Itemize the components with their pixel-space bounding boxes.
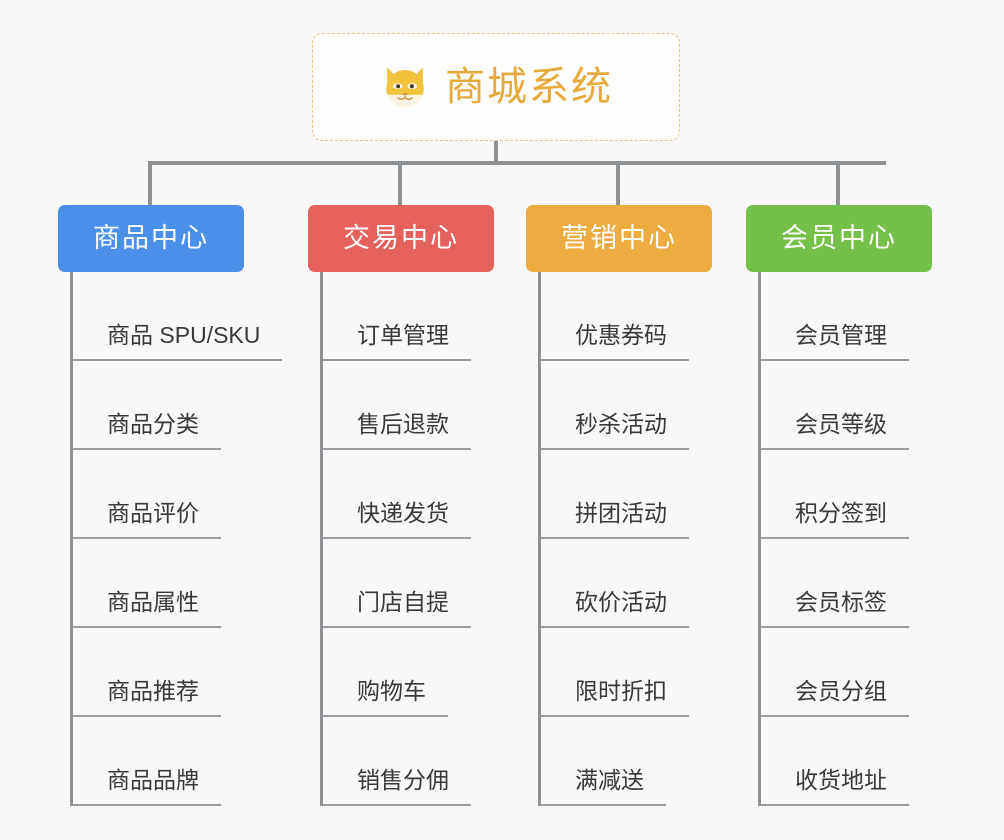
leaf-item[interactable]: 商品属性 xyxy=(73,539,244,628)
leaf-item-label: 销售分佣 xyxy=(323,769,471,806)
branch-column-4: 会员中心 会员管理 会员等级 积分签到 会员标签 会员分组 收货地址 xyxy=(746,205,932,806)
leaf-item[interactable]: 售后退款 xyxy=(323,361,494,450)
leaf-item-label: 商品分类 xyxy=(73,413,221,450)
leaf-item-label: 会员等级 xyxy=(761,413,909,450)
leaf-list-1: 商品 SPU/SKU 商品分类 商品评价 商品属性 商品推荐 商品品牌 xyxy=(70,272,283,806)
leaf-item[interactable]: 秒杀活动 xyxy=(541,361,712,450)
shiba-dog-emoji xyxy=(386,67,424,108)
trunk-vertical-connector xyxy=(494,141,498,164)
category-header-label-1: 商品中心 xyxy=(93,223,209,253)
leaf-list-4: 会员管理 会员等级 积分签到 会员标签 会员分组 收货地址 xyxy=(758,272,932,806)
branch-drop-connector-3 xyxy=(616,161,620,207)
leaf-item-label: 满减送 xyxy=(541,769,666,806)
leaf-item[interactable]: 积分签到 xyxy=(761,450,932,539)
leaf-item-label: 会员分组 xyxy=(761,680,909,717)
leaf-item[interactable]: 商品推荐 xyxy=(73,628,244,717)
leaf-item-label: 拼团活动 xyxy=(541,502,689,539)
leaf-item-label: 收货地址 xyxy=(761,769,909,806)
leaf-item[interactable]: 会员标签 xyxy=(761,539,932,628)
root-node[interactable]: 商城系统 xyxy=(312,33,680,141)
leaf-item[interactable]: 购物车 xyxy=(323,628,494,717)
root-title: 商城系统 xyxy=(445,65,613,109)
leaf-list-2: 订单管理 售后退款 快递发货 门店自提 购物车 销售分佣 xyxy=(320,272,494,806)
leaf-item[interactable]: 订单管理 xyxy=(323,272,494,361)
leaf-item-label: 商品属性 xyxy=(73,591,221,628)
leaf-item[interactable]: 会员分组 xyxy=(761,628,932,717)
leaf-item[interactable]: 门店自提 xyxy=(323,539,494,628)
leaf-item-label: 门店自提 xyxy=(323,591,471,628)
branch-drop-connector-2 xyxy=(398,161,402,207)
category-header-label-3: 营销中心 xyxy=(561,223,677,253)
leaf-list-3: 优惠券码 秒杀活动 拼团活动 砍价活动 限时折扣 满减送 xyxy=(538,272,712,806)
category-header-label-4: 会员中心 xyxy=(781,223,897,253)
category-header-3[interactable]: 营销中心 xyxy=(526,205,712,272)
leaf-item[interactable]: 砍价活动 xyxy=(541,539,712,628)
leaf-item[interactable]: 会员等级 xyxy=(761,361,932,450)
leaf-item-label: 会员管理 xyxy=(761,324,909,361)
leaf-item-label: 秒杀活动 xyxy=(541,413,689,450)
trunk-horizontal-connector xyxy=(150,161,886,165)
leaf-item[interactable]: 销售分佣 xyxy=(323,717,494,806)
leaf-item[interactable]: 限时折扣 xyxy=(541,628,712,717)
branch-column-2: 交易中心 订单管理 售后退款 快递发货 门店自提 购物车 销售分佣 xyxy=(308,205,494,806)
leaf-item-label: 优惠券码 xyxy=(541,324,689,361)
category-header-4[interactable]: 会员中心 xyxy=(746,205,932,272)
branch-drop-connector-1 xyxy=(148,161,152,207)
leaf-item[interactable]: 商品品牌 xyxy=(73,717,244,806)
leaf-item[interactable]: 商品评价 xyxy=(73,450,244,539)
leaf-item-label: 积分签到 xyxy=(761,502,909,539)
leaf-item[interactable]: 拼团活动 xyxy=(541,450,712,539)
leaf-item[interactable]: 快递发货 xyxy=(323,450,494,539)
branch-column-1: 商品中心 商品 SPU/SKU 商品分类 商品评价 商品属性 商品推荐 商品品牌 xyxy=(58,205,283,806)
leaf-item-label: 商品品牌 xyxy=(73,769,221,806)
leaf-item[interactable]: 商品分类 xyxy=(73,361,244,450)
leaf-item-label: 商品评价 xyxy=(73,502,221,539)
category-header-2[interactable]: 交易中心 xyxy=(308,205,494,272)
leaf-item[interactable]: 收货地址 xyxy=(761,717,932,806)
leaf-item-label: 商品推荐 xyxy=(73,680,221,717)
category-header-1[interactable]: 商品中心 xyxy=(58,205,244,272)
leaf-item[interactable]: 会员管理 xyxy=(761,272,932,361)
leaf-item-label: 商品 SPU/SKU xyxy=(73,324,283,361)
leaf-item-label: 快递发货 xyxy=(323,502,471,539)
branch-column-3: 营销中心 优惠券码 秒杀活动 拼团活动 砍价活动 限时折扣 满减送 xyxy=(526,205,712,806)
leaf-item-label: 订单管理 xyxy=(323,324,471,361)
leaf-item-label: 砍价活动 xyxy=(541,591,689,628)
category-header-label-2: 交易中心 xyxy=(343,223,459,253)
leaf-item[interactable]: 优惠券码 xyxy=(541,272,712,361)
branch-drop-connector-4 xyxy=(836,161,840,207)
leaf-item[interactable]: 商品 SPU/SKU xyxy=(73,272,283,361)
leaf-item-label: 限时折扣 xyxy=(541,680,689,717)
leaf-item[interactable]: 满减送 xyxy=(541,717,712,806)
leaf-item-label: 售后退款 xyxy=(323,413,471,450)
leaf-item-label: 会员标签 xyxy=(761,591,909,628)
leaf-item-label: 购物车 xyxy=(323,680,448,717)
